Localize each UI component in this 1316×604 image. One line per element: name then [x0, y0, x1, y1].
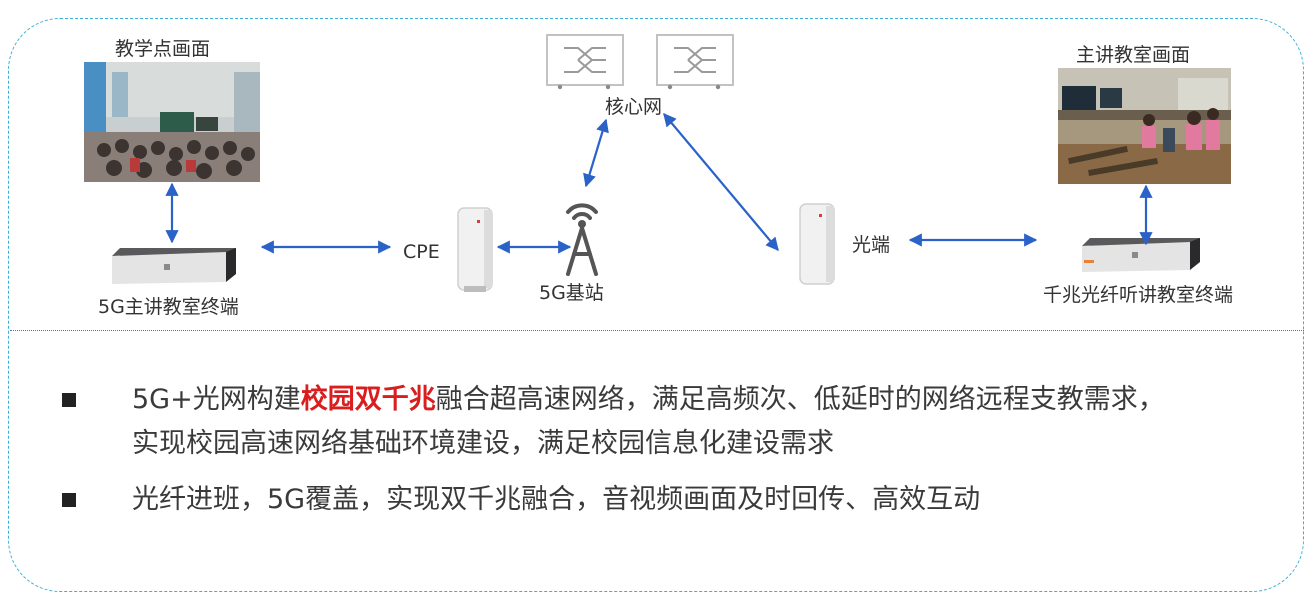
- teaching-point-view-label: 教学点画面: [115, 38, 211, 60]
- bullet-item-2: 光纤进班，5G覆盖，实现双千兆融合，音视频画面及时回传、高效互动: [62, 478, 1262, 522]
- bullet-2-text: 光纤进班，5G覆盖，实现双千兆融合，音视频画面及时回传、高效互动: [132, 484, 981, 515]
- optical-terminal-label: 光端: [852, 234, 891, 256]
- terminal-5g-label: 5G主讲教室终端: [98, 296, 239, 318]
- core-switch-right-icon: [656, 34, 734, 94]
- connection-arrows: [165, 112, 1153, 254]
- base-station-icon: [560, 196, 604, 280]
- section-divider: [10, 330, 1304, 331]
- terminal-fiber-device-icon: [1082, 234, 1204, 278]
- arrow-core-to-optical: [663, 112, 779, 252]
- bullet-1-post: 融合超高速网络，满足高频次、低延时的网络远程支教需求，: [435, 384, 1165, 415]
- bullet-1-highlight: 校园双千兆: [300, 384, 436, 415]
- core-switch-left-icon: [546, 34, 624, 94]
- bullet-item-1: 5G+光网构建校园双千兆融合超高速网络，满足高频次、低延时的网络远程支教需求， …: [62, 378, 1262, 466]
- main-classroom-photo: [1058, 68, 1231, 184]
- bullet-square-icon: [62, 393, 76, 407]
- bullet-square-icon: [62, 493, 76, 507]
- cpe-label: CPE: [403, 241, 440, 263]
- bullet-1-pre: 5G+光网构建: [132, 384, 301, 415]
- main-classroom-view-label: 主讲教室画面: [1076, 44, 1191, 66]
- terminal-fiber-label: 千兆光纤听讲教室终端: [1043, 284, 1234, 306]
- cpe-device-icon: [456, 206, 496, 300]
- bullet-1-line2: 实现校园高速网络基础环境建设，满足校园信息化建设需求: [132, 428, 834, 459]
- teaching-point-photo: [84, 62, 260, 182]
- bullet-list: 5G+光网构建校园双千兆融合超高速网络，满足高频次、低延时的网络远程支教需求， …: [62, 378, 1262, 534]
- optical-terminal-device-icon: [798, 202, 838, 294]
- base-station-label: 5G基站: [539, 282, 604, 304]
- arrow-base-station-to-core: [583, 118, 609, 188]
- core-network-label: 核心网: [605, 96, 663, 118]
- outer-frame: [8, 18, 1304, 592]
- terminal-5g-device-icon: [112, 244, 240, 290]
